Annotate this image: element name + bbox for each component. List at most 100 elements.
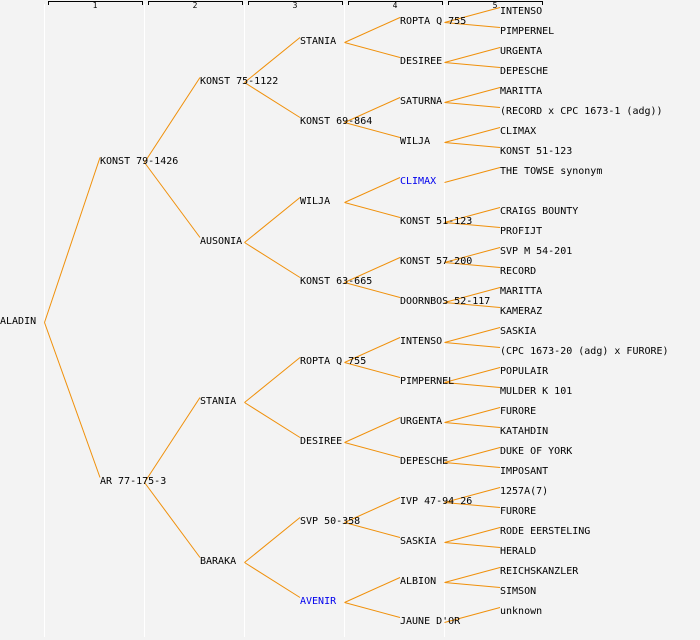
- ancestor-node: RODE EERSTELING: [500, 526, 591, 537]
- pedigree-edge: [344, 97, 401, 123]
- ancestor-node: (RECORD x CPC 1673-1 (adg)): [500, 106, 663, 117]
- ancestor-node: unknown: [500, 606, 543, 617]
- pedigree-edge: [444, 247, 501, 263]
- pedigree-edge: [344, 577, 401, 603]
- pedigree-edge: [444, 367, 501, 383]
- ancestor-node: FURORE: [500, 406, 537, 417]
- pedigree-edge: [444, 582, 501, 588]
- ancestor-node: KONST 63-665: [300, 276, 373, 287]
- ancestor-node: CRAIGS BOUNTY: [500, 206, 579, 217]
- root-variety: ALADIN: [0, 316, 37, 327]
- pedigree-edge: [344, 602, 401, 618]
- ancestor-node: URGENTA: [400, 416, 443, 427]
- generation-label: 2: [192, 1, 198, 10]
- pedigree-edge: [444, 462, 501, 468]
- ancestor-node: REICHSKANZLER: [500, 566, 579, 577]
- pedigree-edge: [444, 342, 501, 348]
- pedigree-edge: [344, 442, 401, 458]
- pedigree-edge: [244, 517, 301, 563]
- pedigree-edge: [244, 37, 301, 83]
- pedigree-edge: [444, 222, 501, 228]
- pedigree-edge: [444, 47, 501, 63]
- ancestor-node: (CPC 1673-20 (adg) x FURORE): [500, 346, 669, 357]
- pedigree-edge: [344, 522, 401, 538]
- ancestor-node: URGENTA: [500, 46, 543, 57]
- ancestor-node[interactable]: CLIMAX: [400, 176, 437, 187]
- generation-label: 5: [492, 1, 498, 10]
- pedigree-edge: [344, 17, 401, 43]
- ancestor-node: MULDER K 101: [500, 386, 573, 397]
- ancestor-node: THE TOWSE synonym: [500, 166, 603, 177]
- ancestor-node: MARITTA: [500, 86, 543, 97]
- pedigree-edges: [44, 7, 501, 623]
- pedigree-edge: [344, 177, 401, 203]
- generation-label: 3: [292, 1, 298, 10]
- pedigree-edge: [144, 162, 201, 238]
- ancestor-node: PIMPERNEL: [500, 26, 555, 37]
- ancestor-node: AUSONIA: [200, 236, 243, 247]
- ancestor-node: WILJA: [300, 196, 331, 207]
- ancestor-node: MARITTA: [500, 286, 543, 297]
- ancestor-node: AR 77-175-3: [100, 476, 167, 487]
- pedigree-edge: [444, 607, 501, 623]
- pedigree-edge: [344, 257, 401, 283]
- ancestor-node: IVP 47-94 26: [400, 496, 473, 507]
- ancestor-node: DESIREE: [300, 436, 343, 447]
- ancestor-node: SVP M 54-201: [500, 246, 573, 257]
- pedigree-edge: [244, 197, 301, 243]
- pedigree-edge: [444, 62, 501, 68]
- generation-bracket: [48, 1, 143, 5]
- pedigree-edge: [144, 482, 201, 558]
- pedigree-edge: [144, 77, 201, 163]
- generation-bracket: [148, 1, 243, 5]
- pedigree-edge: [344, 417, 401, 443]
- ancestor-node: 1257A(7): [500, 486, 549, 497]
- ancestor-node: KONST 79-1426: [100, 156, 179, 167]
- pedigree-edge: [444, 207, 501, 223]
- pedigree-edge: [444, 527, 501, 543]
- pedigree-edge: [444, 127, 501, 143]
- pedigree-edge: [44, 322, 101, 478]
- pedigree-edge: [344, 337, 401, 363]
- pedigree-edge: [444, 167, 501, 183]
- pedigree-edge: [344, 42, 401, 58]
- pedigree-edge: [444, 422, 501, 428]
- ancestor-node: ALBION: [400, 576, 437, 587]
- ancestor-node: STANIA: [200, 396, 237, 407]
- pedigree-edge: [444, 87, 501, 103]
- ancestor-node: DOORNBOS 52-117: [400, 296, 491, 307]
- pedigree-edge: [344, 122, 401, 138]
- pedigree-edge: [344, 202, 401, 218]
- ancestor-node: STANIA: [300, 36, 337, 47]
- ancestor-node: KAMERAZ: [500, 306, 543, 317]
- ancestor-node: KONST 51-123: [500, 146, 573, 157]
- pedigree-edge: [444, 502, 501, 508]
- ancestor-node: RECORD: [500, 266, 537, 277]
- ancestor-node[interactable]: AVENIR: [300, 596, 337, 607]
- ancestor-node: FURORE: [500, 506, 537, 517]
- ancestor-node: DESIREE: [400, 56, 443, 67]
- ancestor-node: HERALD: [500, 546, 537, 557]
- ancestor-node: PROFIJT: [500, 226, 543, 237]
- pedigree-edge: [244, 562, 301, 598]
- ancestor-node: SVP 50-358: [300, 516, 361, 527]
- pedigree-edge: [444, 382, 501, 388]
- pedigree-edge: [444, 102, 501, 108]
- ancestor-node: CLIMAX: [500, 126, 537, 137]
- pedigree-edge: [144, 397, 201, 483]
- ancestor-node: SASKIA: [400, 536, 437, 547]
- pedigree-edge: [444, 327, 501, 343]
- pedigree-edge: [444, 567, 501, 583]
- generation-bracket: [248, 1, 343, 5]
- ancestor-node: KONST 51-123: [400, 216, 473, 227]
- ancestor-node: JAUNE D'OR: [400, 616, 461, 627]
- pedigree-edge: [444, 302, 501, 308]
- ancestor-node: DEPESCHE: [400, 456, 449, 467]
- pedigree-edge: [244, 357, 301, 403]
- ancestor-node: DUKE OF YORK: [500, 446, 573, 457]
- ancestor-node: IMPOSANT: [500, 466, 549, 477]
- pedigree-edge: [444, 487, 501, 503]
- pedigree-edge: [44, 157, 101, 323]
- pedigree-edge: [444, 142, 501, 148]
